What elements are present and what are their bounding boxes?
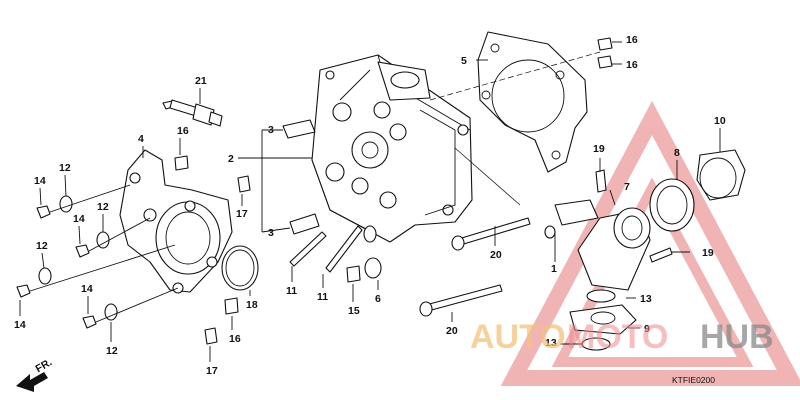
front-arrow-label: FR. [34, 356, 55, 375]
label-nut-3: 14 [14, 319, 26, 331]
label-grommet-bottom: 17 [206, 365, 218, 377]
spark-plug [162, 88, 223, 127]
svg-text:HUB: HUB [700, 318, 774, 356]
bolts [419, 217, 531, 317]
label-washer-3: 12 [36, 240, 48, 252]
dowel-pins [282, 119, 320, 235]
label-o-ring-2: 13 [545, 337, 557, 349]
pin-and-nut [346, 225, 382, 283]
label-collar-top: 16 [177, 125, 189, 137]
label-washer-2: 12 [97, 201, 109, 213]
collars-right [597, 37, 613, 69]
label-circlip: 18 [246, 299, 258, 311]
watermark-text: AUTO MOTO HUB [470, 318, 774, 356]
label-collar-right-1: 16 [626, 34, 638, 46]
diagram-code: KTFIE0200 [672, 375, 715, 385]
label-head-gasket: 5 [461, 55, 467, 67]
side-cover [119, 149, 233, 294]
label-dowel-pin-bottom: 3 [268, 227, 274, 239]
label-hose-clamp: 10 [714, 115, 726, 127]
label-collar-right-2: 16 [626, 59, 638, 71]
label-o-ring-1: 13 [640, 293, 652, 305]
svg-text:MOTO: MOTO [567, 318, 668, 356]
label-collar-bottom: 16 [229, 333, 241, 345]
label-dowel-pin-top: 3 [268, 124, 274, 136]
label-bolt-upper: 20 [490, 249, 502, 261]
label-insulator: 7 [624, 181, 630, 193]
label-stud-a: 11 [286, 285, 297, 297]
label-leaders [142, 41, 721, 329]
label-screw-top: 19 [593, 143, 605, 155]
label-nut-2: 14 [73, 213, 85, 225]
circlip [221, 245, 259, 291]
svg-text:AUTO: AUTO [470, 318, 566, 356]
label-insulator-gasket: 9 [644, 323, 650, 335]
label-washer-4: 12 [106, 345, 118, 357]
label-pin-15: 15 [348, 305, 360, 317]
label-nut-1: 14 [34, 175, 46, 187]
label-flange-nut: 6 [375, 293, 381, 305]
label-side-cover: 4 [138, 133, 144, 145]
front-arrow-icon: FR. [16, 356, 54, 392]
label-stud-b: 11 [317, 291, 328, 303]
label-bolt-lower: 20 [446, 325, 458, 337]
label-washer-1: 12 [59, 162, 71, 174]
head-gasket [477, 31, 588, 173]
cylinder-head [311, 54, 473, 243]
label-cylinder-head: 2 [228, 153, 234, 165]
label-clamp-band: 8 [674, 147, 680, 159]
o-rings-gasket [569, 289, 637, 351]
label-insulator-1: 1 [551, 263, 557, 275]
hardware-left [16, 155, 251, 345]
label-spark-plug: 21 [195, 75, 207, 87]
label-nut-4: 14 [81, 283, 93, 295]
label-screw-right: 19 [702, 247, 714, 259]
intake-insulator [544, 149, 746, 291]
studs [289, 225, 363, 273]
label-grommet-top: 17 [236, 208, 248, 220]
callout-ticks [19, 138, 582, 362]
